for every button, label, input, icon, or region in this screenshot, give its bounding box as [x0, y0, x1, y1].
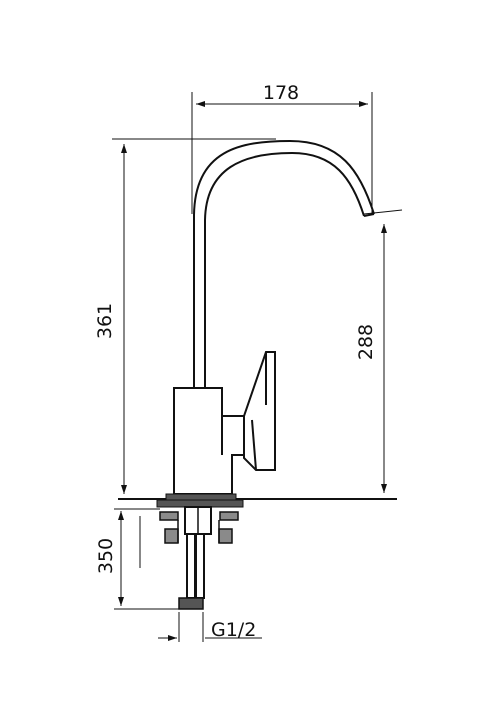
dimension-total-height: 361 [94, 138, 276, 494]
dimension-below-deck: 350 [95, 508, 182, 610]
dimension-spout-height: 288 [355, 209, 403, 493]
dimension-label-below-deck: 350 [95, 538, 117, 574]
counter-deck [118, 493, 397, 508]
dimension-spout-reach: 178 [191, 82, 373, 214]
dimension-thread-size: G1/2 [158, 612, 262, 642]
dimension-label-total-height: 361 [94, 303, 116, 339]
dimension-label-spout-height: 288 [355, 324, 377, 360]
dimension-label-spout-reach: 178 [263, 82, 299, 104]
supply-hose [178, 533, 205, 610]
lever-handle [243, 351, 276, 471]
dimension-label-thread-size: G1/2 [211, 619, 256, 641]
faucet-spout [193, 139, 375, 388]
faucet-body [173, 387, 245, 495]
mounting-hardware [159, 506, 239, 544]
